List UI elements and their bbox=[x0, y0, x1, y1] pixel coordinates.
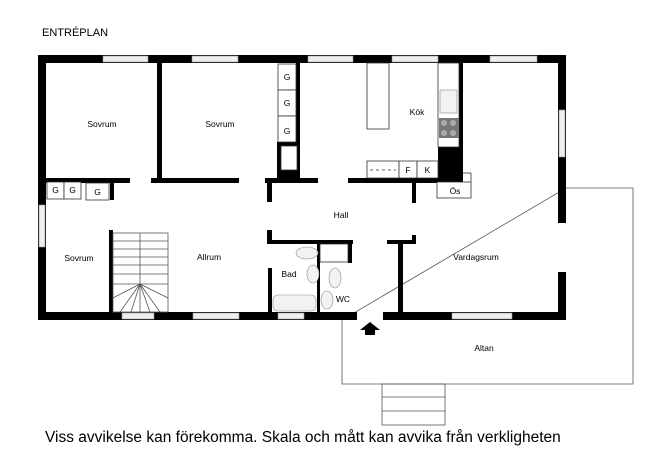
freezer-label: F bbox=[405, 165, 410, 175]
os-label: Ös bbox=[450, 186, 461, 196]
staircase bbox=[112, 232, 169, 313]
windows bbox=[38, 55, 566, 320]
closet-label: G bbox=[284, 72, 291, 82]
altan-outline bbox=[341, 187, 634, 385]
disclaimer-caption: Viss avvikelse kan förekomma. Skala och … bbox=[45, 429, 561, 446]
room-label-bad: Bad bbox=[281, 269, 296, 279]
closet-label: G bbox=[69, 185, 76, 195]
room-label-kok: Kök bbox=[410, 107, 425, 117]
interior-walls bbox=[46, 63, 463, 320]
room-label-sovrum: Sovrum bbox=[64, 253, 93, 263]
outer-walls bbox=[38, 55, 566, 320]
closet-label: G bbox=[284, 126, 291, 136]
room-label-allrum: Allrum bbox=[197, 252, 221, 262]
room-label-vardagsrum: Vardagsrum bbox=[453, 252, 499, 262]
room-label-sovrum: Sovrum bbox=[205, 119, 234, 129]
room-label-altan: Altan bbox=[474, 343, 494, 353]
fridge-label: K bbox=[425, 165, 431, 175]
closet-label: G bbox=[94, 187, 101, 197]
entrance-steps bbox=[381, 383, 446, 426]
room-label-hall: Hall bbox=[334, 210, 349, 220]
bathroom-fixtures bbox=[272, 243, 349, 312]
closets: G G G G G G bbox=[46, 63, 298, 201]
kitchen-fixtures: F K Ös bbox=[366, 62, 472, 199]
room-label-sovrum: Sovrum bbox=[87, 119, 116, 129]
closet-label: G bbox=[52, 185, 59, 195]
room-label-wc: WC bbox=[336, 294, 350, 304]
entrance-arrow-icon bbox=[360, 322, 380, 335]
sink bbox=[439, 89, 458, 114]
closet-label: G bbox=[284, 98, 291, 108]
plan-title: ENTRÉPLAN bbox=[42, 27, 109, 39]
